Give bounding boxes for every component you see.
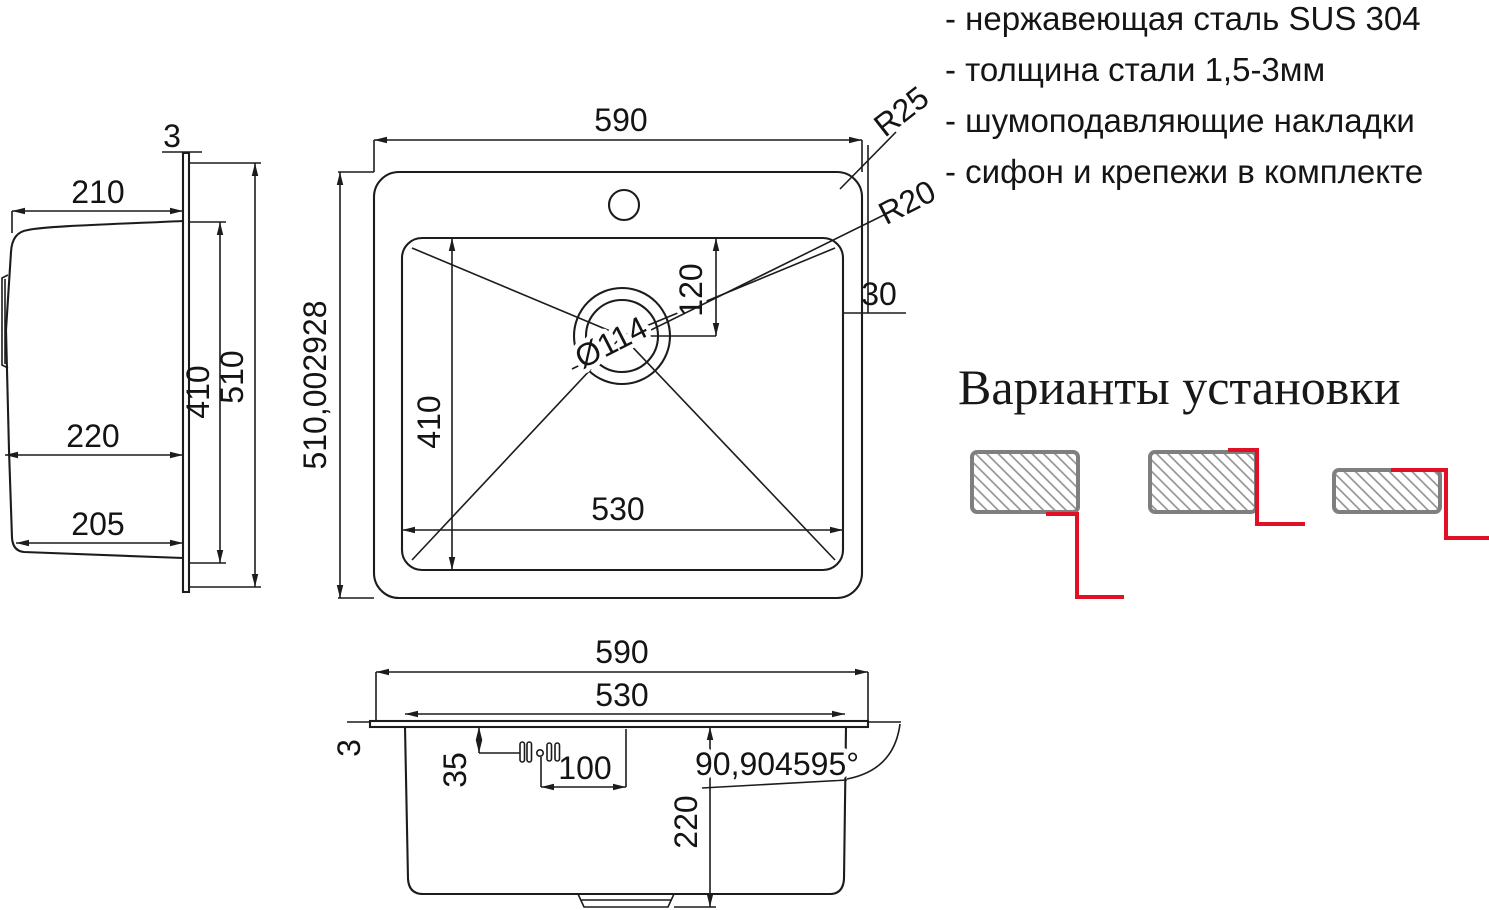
fastener-clips-icon — [519, 741, 561, 763]
sink-edge-red-line — [1228, 448, 1305, 526]
side-bowl-outline — [4, 219, 184, 560]
front-dim530-label: 530 — [595, 677, 648, 713]
front-rim-plate — [368, 719, 870, 729]
countertop-block-icon — [1148, 450, 1258, 514]
front-angle-label: 90,904595° — [695, 746, 859, 782]
front-bowl-outline — [403, 726, 848, 896]
side-view: 3 210 220 205 410 510 — [1, 118, 261, 594]
sink-edge-red-line — [1046, 512, 1124, 599]
top-r25-leader — [839, 131, 897, 190]
top-dim410-label: 410 — [411, 395, 447, 448]
side-dim410-label: 410 — [180, 365, 216, 418]
side-flange-plate — [181, 151, 191, 594]
front-view: 590 530 3 35 100 — [331, 634, 901, 908]
top-r25-label: R25 — [867, 79, 935, 144]
top-dim530-label: 530 — [591, 491, 644, 527]
side-dim510-label: 510 — [214, 350, 250, 403]
installation-title: Варианты установки — [958, 359, 1401, 415]
front-dim3-label: 3 — [331, 739, 367, 757]
side-dim220-label: 220 — [66, 418, 119, 454]
side-drain-stub — [1, 274, 9, 369]
front-angle-underline — [701, 779, 848, 789]
top-diagonal-tl — [411, 247, 623, 337]
install-option-flushmount — [1148, 448, 1305, 526]
top-outer-rim — [372, 170, 864, 600]
front-dim590-label: 590 — [595, 634, 648, 670]
faucet-hole — [607, 188, 641, 222]
feature-item: - нержавеющая сталь SUS 304 — [945, 0, 1421, 37]
installation-diagrams — [970, 448, 1489, 599]
side-dim3-label: 3 — [163, 118, 181, 154]
feature-item: - шумоподавляющие накладки — [945, 102, 1415, 139]
top-diagonal-br — [621, 335, 836, 561]
top-r20-label: R20 — [873, 173, 942, 232]
top-view: 590 510,002928 410 530 120 30 R25 — [297, 79, 942, 600]
install-option-overmount — [970, 450, 1124, 599]
front-angle-arc — [846, 723, 901, 780]
side-dim205-label: 205 — [71, 506, 124, 542]
top-dim590-label: 590 — [594, 102, 647, 138]
feature-item: - толщина стали 1,5-3мм — [945, 51, 1326, 88]
front-dim100-label: 100 — [558, 750, 611, 786]
front-dim220-label: 220 — [668, 795, 704, 848]
top-dim510x-label: 510,002928 — [297, 300, 333, 469]
feature-list: - нержавеющая сталь SUS 304 - толщина ст… — [945, 0, 1423, 197]
front-dim35-label: 35 — [437, 752, 473, 788]
feature-item: - сифон и крепежи в комплекте — [945, 153, 1424, 190]
countertop-block-icon — [1332, 468, 1442, 514]
side-dim210-label: 210 — [71, 174, 124, 210]
countertop-block-icon — [970, 450, 1080, 514]
install-option-undermount — [1332, 468, 1489, 540]
top-dim30-label: 30 — [861, 276, 897, 312]
top-dim120-label: 120 — [673, 263, 709, 316]
top-bowl — [400, 236, 845, 572]
sink-edge-red-line — [1391, 468, 1489, 540]
top-drain-leader — [571, 211, 891, 370]
top-diagonal-bl — [411, 335, 623, 561]
